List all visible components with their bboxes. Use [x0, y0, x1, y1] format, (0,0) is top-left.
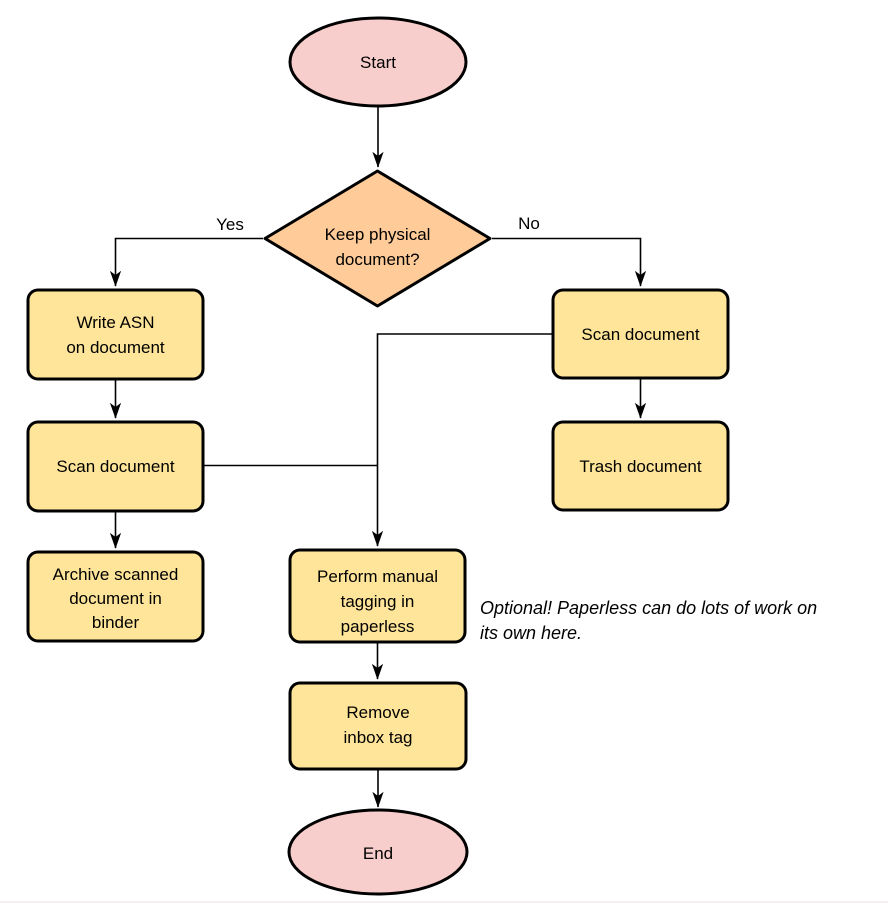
process-tagging-shape: [288, 548, 467, 644]
decision-diamond-shape: [263, 169, 492, 308]
write-asn-label-line1: Write ASN: [76, 313, 154, 332]
process-archive-shape: [26, 550, 205, 643]
edge-decision-no-to-scan-right: [492, 237, 647, 287]
trash-label: Trash document: [579, 457, 701, 476]
optional-note-line2: its own here.: [480, 623, 582, 643]
write-asn-label-line2: on document: [66, 338, 165, 357]
tagging-label-line2: tagging in: [341, 592, 415, 611]
archive-label-line2: document in: [69, 589, 162, 608]
edge-scan-right-to-tagging: [371, 333, 552, 547]
edge-label-no: No: [518, 214, 540, 233]
tagging-label-line1: Perform manual: [317, 567, 438, 586]
edge-label-yes: Yes: [216, 215, 244, 234]
process-trash-shape: [551, 420, 730, 512]
scan-left-label: Scan document: [56, 457, 174, 476]
process-write-asn-shape: [26, 288, 205, 381]
decision-label-line1: Keep physical: [325, 225, 431, 244]
remove-inbox-label-line1: Remove: [346, 703, 409, 722]
optional-note-line1: Optional! Paperless can do lots of work …: [480, 598, 817, 618]
start-label: Start: [360, 53, 396, 72]
process-scan-right-shape: [551, 288, 730, 380]
process-scan-left-shape: [26, 420, 205, 513]
process-remove-inbox-shape: [288, 681, 468, 771]
archive-label-line1: Archive scanned: [53, 565, 179, 584]
end-terminator-shape: [287, 808, 469, 896]
start-terminator-shape: [288, 16, 468, 108]
archive-label-line3: binder: [92, 613, 140, 632]
tagging-label-line3: paperless: [341, 617, 415, 636]
edge-decision-yes-to-write-asn: [109, 237, 263, 287]
remove-inbox-label-line2: inbox tag: [344, 728, 413, 747]
decision-label-line2: document?: [335, 250, 419, 269]
scan-right-label: Scan document: [581, 325, 699, 344]
end-label: End: [363, 844, 393, 863]
